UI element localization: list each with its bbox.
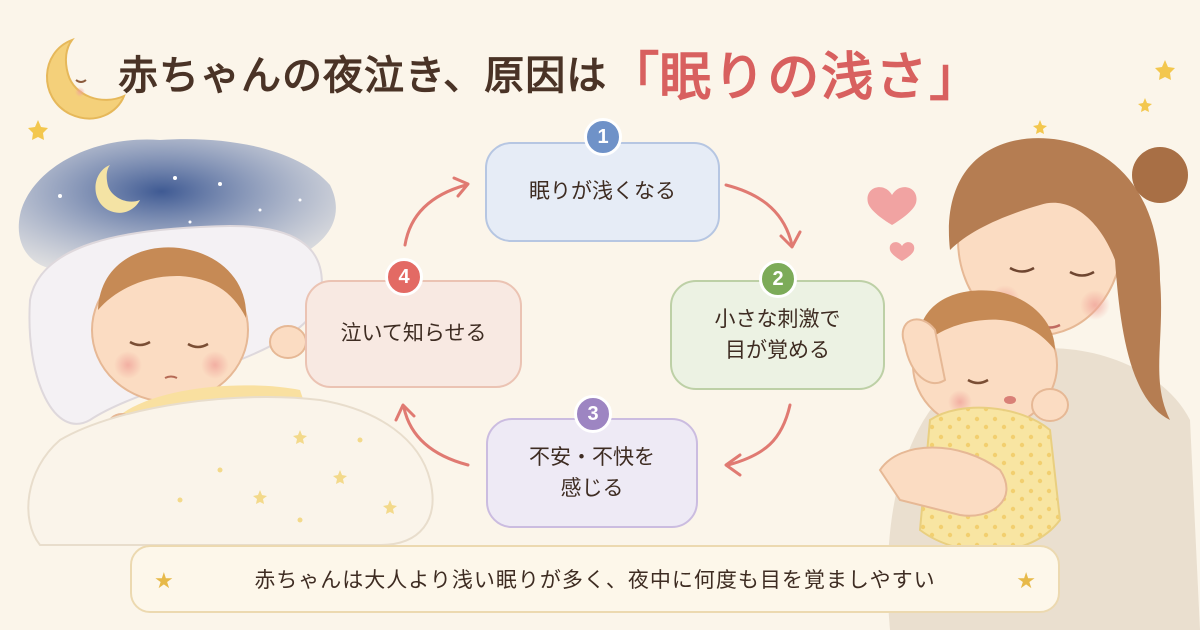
footer-text: 赤ちゃんは大人より浅い眠りが多く、夜中に何度も目を覚ましやすい xyxy=(254,568,936,592)
arrow-1-to-2 xyxy=(724,183,794,247)
cycle-step-2: 小さな刺激で 目が覚める xyxy=(670,280,885,390)
page-title: 赤ちゃんの夜泣き、原因は 「 眠りの浅さ 」 xyxy=(118,32,981,112)
cycle-step-1: 眠りが浅くなる xyxy=(485,142,720,242)
arrow-3-to-4 xyxy=(402,406,470,467)
title-main-text: 赤ちゃんの夜泣き、原因は xyxy=(118,53,608,99)
cycle-step-1-label: 眠りが浅くなる xyxy=(529,179,676,204)
cycle-step-4-label: 泣いて知らせる xyxy=(340,321,487,346)
step-number-badge-4: 4 xyxy=(385,258,423,296)
arrow-2-to-3-head xyxy=(724,453,742,477)
arrow-3-to-4-head xyxy=(394,403,416,422)
cycle-arrows xyxy=(394,176,802,477)
cycle-step-4: 泣いて知らせる xyxy=(305,280,522,388)
star-icon xyxy=(28,60,1175,140)
step-number-badge-2: 2 xyxy=(759,260,797,298)
step-number-badge-1: 1 xyxy=(584,118,622,156)
footer-banner: ★ 赤ちゃんは大人より浅い眠りが多く、夜中に何度も目を覚ましやすい ★ xyxy=(130,545,1060,613)
star-icon: ★ xyxy=(1016,569,1036,594)
arrow-4-to-1-head xyxy=(452,176,470,198)
arrow-4-to-1 xyxy=(403,183,468,247)
title-open-bracket: 「 xyxy=(607,47,660,108)
sleeping-baby-illustration xyxy=(27,224,434,546)
heart-icon xyxy=(867,187,917,261)
title-accent-text: 眠りの浅さ xyxy=(659,47,930,108)
cycle-step-3: 不安・不快を 感じる xyxy=(486,418,698,528)
title-close-bracket: 」 xyxy=(929,47,982,108)
cycle-step-2-label: 小さな刺激で 目が覚める xyxy=(714,306,841,363)
arrow-1-to-2-head xyxy=(779,230,802,249)
star-icon: ★ xyxy=(154,569,174,594)
title-moon-icon xyxy=(46,37,126,120)
step-number-badge-3: 3 xyxy=(574,395,612,433)
cycle-step-3-label: 不安・不快を 感じる xyxy=(529,444,655,501)
arrow-2-to-3 xyxy=(726,403,792,467)
